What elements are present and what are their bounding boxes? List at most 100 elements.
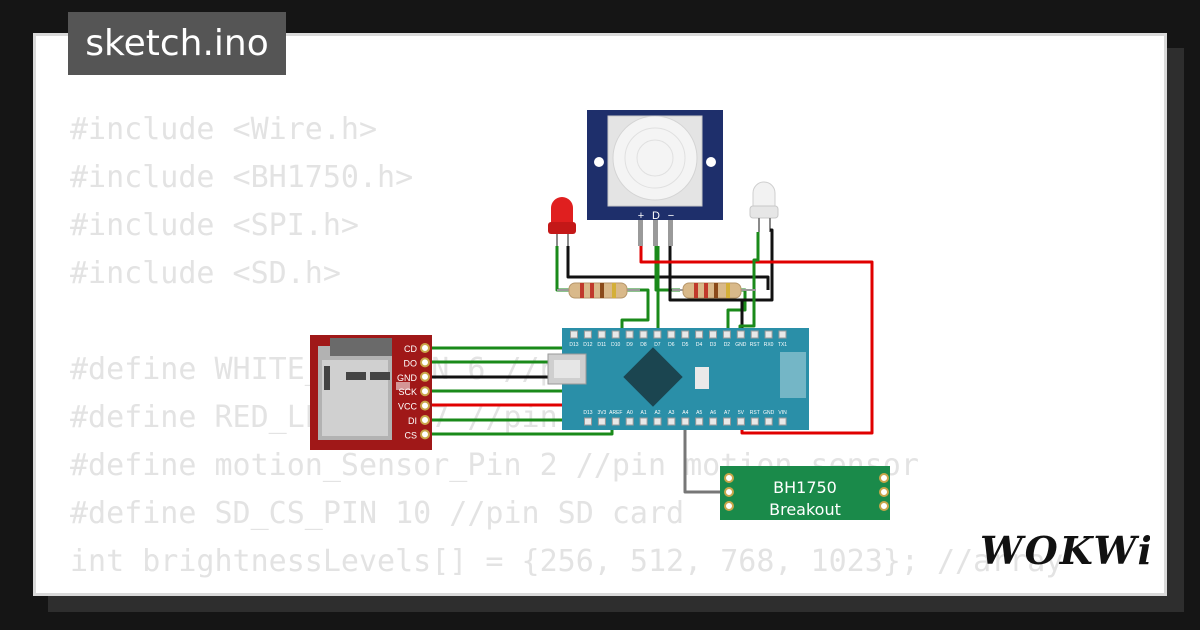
sd-pin-label: DO [404, 358, 418, 368]
code-line: String colors[] = {"White", "Red"}; //co… [70, 586, 1063, 593]
nano-bottom-pin[interactable] [584, 417, 592, 426]
red-led[interactable] [548, 197, 576, 248]
pir-dome-ring [624, 127, 686, 189]
nano-pin-label: D12 [583, 342, 592, 348]
nano-pin-label: 5V [738, 410, 745, 416]
wire-black [668, 228, 774, 302]
nano-pin-label: TX1 [778, 342, 787, 348]
wire-green [654, 246, 680, 292]
nano-top-pin[interactable] [611, 330, 620, 339]
resistor-white-led[interactable] [672, 282, 756, 299]
nano-board [562, 328, 809, 430]
nano-bottom-pin[interactable] [736, 417, 745, 426]
nano-top-pin[interactable] [764, 330, 773, 339]
white-led-base [749, 205, 779, 219]
nano-pin-label: AREF [609, 410, 622, 416]
bh1750-board [720, 466, 890, 520]
nano-bottom-pin[interactable] [778, 417, 787, 426]
wokwi-wordmark: WOKWi [980, 528, 1150, 573]
code-line: #include <Wire.h> [70, 112, 378, 147]
sd-card-module[interactable] [310, 335, 432, 450]
nano-bottom-pin[interactable] [681, 417, 690, 426]
nano-pin-label: D2 [724, 342, 731, 348]
pir-pin [653, 220, 658, 246]
nano-pin-label: D6 [668, 342, 675, 348]
nano-bottom-pin[interactable] [709, 417, 718, 426]
nano-pin-label: A0 [627, 410, 633, 416]
nano-bottom-pin[interactable] [695, 417, 704, 426]
white-led-leg [769, 218, 771, 232]
sd-pin[interactable] [420, 386, 430, 397]
sd-pin[interactable] [420, 429, 430, 440]
wire-red [639, 246, 874, 435]
pir-sensor[interactable]: + D − [587, 110, 723, 246]
sd-pin[interactable] [420, 357, 430, 368]
code-line: #define SD_CS_PIN 10 //pin SD card [70, 496, 685, 531]
nano-bottom-pin[interactable] [723, 417, 731, 426]
wire-black [566, 246, 770, 290]
nano-bottom-pin[interactable] [764, 417, 773, 426]
sd-pin[interactable] [420, 371, 430, 382]
nano-pin-label: A4 [682, 410, 688, 416]
sd-pin[interactable] [420, 343, 430, 353]
nano-pin-label: D5 [682, 342, 689, 348]
nano-top-pin[interactable] [583, 330, 592, 339]
pir-dome-ring [636, 139, 674, 177]
resistor-red-led[interactable] [557, 282, 640, 299]
code-line: #include <SPI.h> [70, 208, 359, 243]
red-led-leg [567, 234, 569, 248]
nano-bottom-pin[interactable] [667, 417, 676, 426]
nano-top-pin[interactable] [722, 330, 731, 339]
pir-pin [638, 220, 643, 246]
sd-pin-label: SCK [398, 387, 417, 397]
sd-pin[interactable] [420, 400, 430, 411]
nano-top-pin[interactable] [778, 330, 787, 339]
nano-pin-label: GND [735, 342, 747, 348]
nano-top-pin[interactable] [681, 330, 690, 339]
code-line: int brightnessLevels[] = {256, 512, 768,… [70, 544, 1064, 579]
nano-bottom-pin[interactable] [597, 417, 606, 426]
white-led-body [752, 181, 776, 208]
sketch-filename[interactable]: sketch.ino [68, 12, 286, 75]
nano-pin-label: RST [750, 410, 760, 416]
sd-pin-label: CD [404, 344, 417, 354]
nano-bottom-pin[interactable] [750, 417, 759, 426]
white-led[interactable] [749, 181, 779, 232]
nano-top-pin[interactable] [667, 330, 676, 339]
nano-bottom-pin[interactable] [639, 417, 648, 426]
wokwi-logo: WOKWi [980, 528, 1150, 573]
red-led-leg [556, 234, 558, 248]
nano-pin-label: A2 [654, 410, 660, 416]
sd-pin[interactable] [420, 415, 430, 425]
code-line: #include <SD.h> [70, 256, 341, 291]
nano-top-pin[interactable] [597, 330, 606, 339]
arduino-nano[interactable] [547, 328, 809, 430]
bh1750-sensor[interactable]: BH1750 Breakout [720, 466, 890, 520]
sd-pin-label: VCC [398, 402, 418, 412]
nano-pin-label: 3V3 [597, 410, 606, 416]
code-line: #include <BH1750.h> [70, 160, 414, 195]
bh1750-sublabel: Breakout [769, 500, 841, 519]
pir-hole-right [706, 157, 716, 167]
nano-top-pin[interactable] [750, 330, 759, 339]
nano-top-pin[interactable] [570, 330, 578, 339]
nano-bottom-pin[interactable] [611, 417, 620, 426]
nano-top-pin[interactable] [736, 330, 745, 339]
sd-pin-label: CS [404, 430, 417, 440]
sd-pin-label: GND [397, 373, 418, 383]
wire-green [620, 288, 650, 340]
nano-top-pin[interactable] [625, 330, 634, 339]
pir-label-vcc: + [638, 210, 644, 222]
nano-top-pin[interactable] [639, 330, 648, 339]
sd-pin-label: DI [408, 416, 417, 426]
white-led-leg [758, 218, 760, 232]
nano-pin-label: GND [763, 410, 775, 416]
pir-dome [612, 115, 698, 201]
nano-bottom-pin[interactable] [653, 417, 662, 426]
nano-chip [623, 347, 683, 407]
nano-top-pin[interactable] [695, 330, 704, 339]
nano-top-pin[interactable] [653, 330, 662, 339]
nano-bottom-pin[interactable] [625, 417, 634, 426]
nano-top-pin[interactable] [709, 330, 717, 339]
